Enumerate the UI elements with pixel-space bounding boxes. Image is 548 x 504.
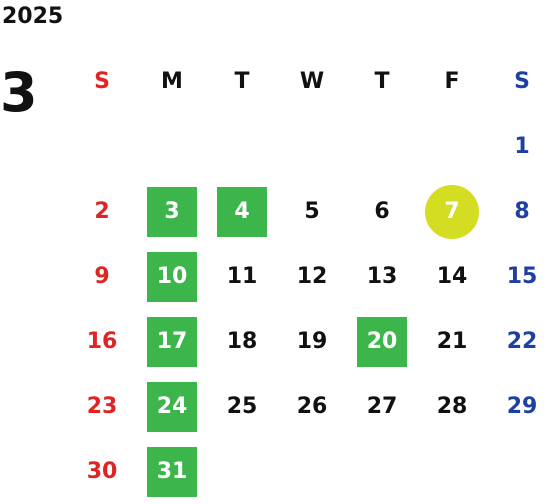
day-cell[interactable]: 2 bbox=[67, 179, 137, 244]
day-number: 2 bbox=[94, 199, 110, 224]
day-number: 20 bbox=[366, 329, 398, 354]
day-cell[interactable]: 5 bbox=[277, 179, 347, 244]
day-number: 24 bbox=[156, 394, 188, 419]
weekday-header-sunday: S bbox=[94, 68, 110, 94]
empty-day-cell bbox=[137, 114, 207, 179]
day-number: 1 bbox=[514, 134, 530, 159]
calendar-year: 2025 bbox=[2, 4, 64, 29]
day-number: 7 bbox=[444, 199, 460, 224]
day-number: 9 bbox=[94, 264, 110, 289]
empty-day-cell bbox=[417, 439, 487, 504]
day-cell[interactable]: 31 bbox=[137, 439, 207, 504]
empty-day-cell bbox=[277, 114, 347, 179]
day-number: 3 bbox=[164, 199, 180, 224]
day-cell[interactable]: 4 bbox=[207, 179, 277, 244]
empty-day-cell bbox=[487, 439, 548, 504]
day-number: 4 bbox=[234, 199, 250, 224]
day-number: 19 bbox=[296, 329, 328, 354]
day-cell[interactable]: 18 bbox=[207, 309, 277, 374]
day-number: 30 bbox=[86, 459, 118, 484]
day-cell[interactable]: 30 bbox=[67, 439, 137, 504]
day-cell[interactable]: 1 bbox=[487, 114, 548, 179]
weekday-header-wednesday: W bbox=[299, 68, 325, 94]
day-cell[interactable]: 20 bbox=[347, 309, 417, 374]
day-number: 25 bbox=[226, 394, 258, 419]
day-number: 12 bbox=[296, 264, 328, 289]
day-number: 13 bbox=[366, 264, 398, 289]
weekday-header-saturday: S bbox=[514, 68, 530, 94]
day-number: 11 bbox=[226, 264, 258, 289]
calendar-month: 3 bbox=[0, 61, 38, 124]
day-cell[interactable]: 11 bbox=[207, 244, 277, 309]
day-cell[interactable]: 24 bbox=[137, 374, 207, 439]
empty-day-cell bbox=[207, 439, 277, 504]
day-number: 10 bbox=[156, 264, 188, 289]
day-number: 23 bbox=[86, 394, 118, 419]
day-cell[interactable]: 19 bbox=[277, 309, 347, 374]
day-number: 22 bbox=[506, 329, 538, 354]
empty-day-cell bbox=[347, 439, 417, 504]
weekday-header-tuesday: T bbox=[234, 68, 250, 94]
day-number: 31 bbox=[156, 459, 188, 484]
day-number: 21 bbox=[436, 329, 468, 354]
weekday-header-thursday: T bbox=[374, 68, 390, 94]
day-number: 29 bbox=[506, 394, 538, 419]
day-cell[interactable]: 15 bbox=[487, 244, 548, 309]
empty-day-cell bbox=[347, 114, 417, 179]
day-cell[interactable]: 12 bbox=[277, 244, 347, 309]
day-cell[interactable]: 9 bbox=[67, 244, 137, 309]
day-number: 5 bbox=[304, 199, 320, 224]
day-cell[interactable]: 6 bbox=[347, 179, 417, 244]
day-cell[interactable]: 28 bbox=[417, 374, 487, 439]
weekday-header-monday: M bbox=[161, 68, 183, 94]
day-number: 15 bbox=[506, 264, 538, 289]
empty-day-cell bbox=[417, 114, 487, 179]
day-cell[interactable]: 3 bbox=[137, 179, 207, 244]
day-cell[interactable]: 16 bbox=[67, 309, 137, 374]
day-number: 17 bbox=[156, 329, 188, 354]
empty-day-cell bbox=[277, 439, 347, 504]
day-number: 6 bbox=[374, 199, 390, 224]
weekday-header-friday: F bbox=[444, 68, 460, 94]
empty-day-cell bbox=[207, 114, 277, 179]
day-cell[interactable]: 13 bbox=[347, 244, 417, 309]
empty-day-cell bbox=[67, 114, 137, 179]
day-cell[interactable]: 8 bbox=[487, 179, 548, 244]
day-cell[interactable]: 7 bbox=[417, 179, 487, 244]
day-number: 16 bbox=[86, 329, 118, 354]
day-cell[interactable]: 25 bbox=[207, 374, 277, 439]
day-number: 14 bbox=[436, 264, 468, 289]
day-cell[interactable]: 22 bbox=[487, 309, 548, 374]
day-cell[interactable]: 27 bbox=[347, 374, 417, 439]
day-cell[interactable]: 10 bbox=[137, 244, 207, 309]
day-cell[interactable]: 17 bbox=[137, 309, 207, 374]
day-cell[interactable]: 21 bbox=[417, 309, 487, 374]
day-number: 18 bbox=[226, 329, 258, 354]
day-cell[interactable]: 26 bbox=[277, 374, 347, 439]
day-cell[interactable]: 29 bbox=[487, 374, 548, 439]
day-number: 8 bbox=[514, 199, 530, 224]
day-number: 28 bbox=[436, 394, 468, 419]
day-number: 26 bbox=[296, 394, 328, 419]
day-number: 27 bbox=[366, 394, 398, 419]
day-cell[interactable]: 14 bbox=[417, 244, 487, 309]
day-cell[interactable]: 23 bbox=[67, 374, 137, 439]
